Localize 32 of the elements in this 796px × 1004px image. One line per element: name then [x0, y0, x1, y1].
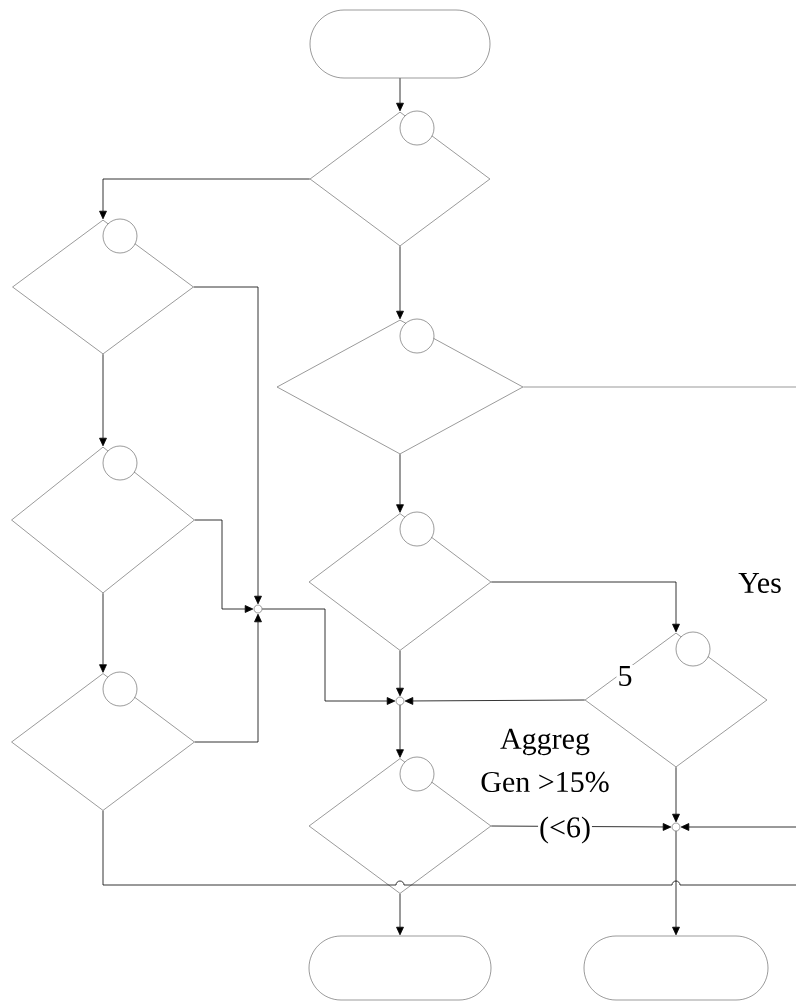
terminal-box	[583, 935, 769, 1001]
decision-diamond	[11, 446, 195, 594]
arrow	[396, 245, 404, 320]
label-text: Gen >15%	[479, 770, 611, 794]
arrow	[194, 519, 254, 613]
label-text: Yes	[737, 572, 783, 594]
decision-diamond	[309, 111, 491, 247]
arrow	[396, 704, 404, 758]
arrow	[396, 893, 404, 936]
terminal-box	[308, 935, 492, 1001]
label-text: (<6)	[538, 815, 592, 845]
arrow	[261, 608, 396, 705]
arrow	[194, 613, 262, 743]
arrow	[99, 178, 311, 220]
arrow	[99, 353, 107, 447]
arrow	[672, 766, 680, 823]
decision-diamond	[276, 319, 524, 455]
arrow	[404, 697, 586, 705]
arrow	[680, 823, 796, 831]
arrow	[396, 650, 404, 697]
arrow	[396, 453, 404, 513]
decision-diamond	[12, 219, 194, 355]
arrow	[99, 592, 107, 673]
label-text: 5	[616, 665, 634, 687]
terminal-box	[309, 9, 491, 79]
label-text: Aggreg	[499, 727, 591, 757]
arrow	[490, 581, 680, 633]
arrow	[672, 830, 680, 936]
arrow	[193, 286, 262, 605]
arrow	[396, 77, 404, 112]
decision-diamond	[308, 513, 492, 651]
decision-diamond	[11, 673, 195, 811]
